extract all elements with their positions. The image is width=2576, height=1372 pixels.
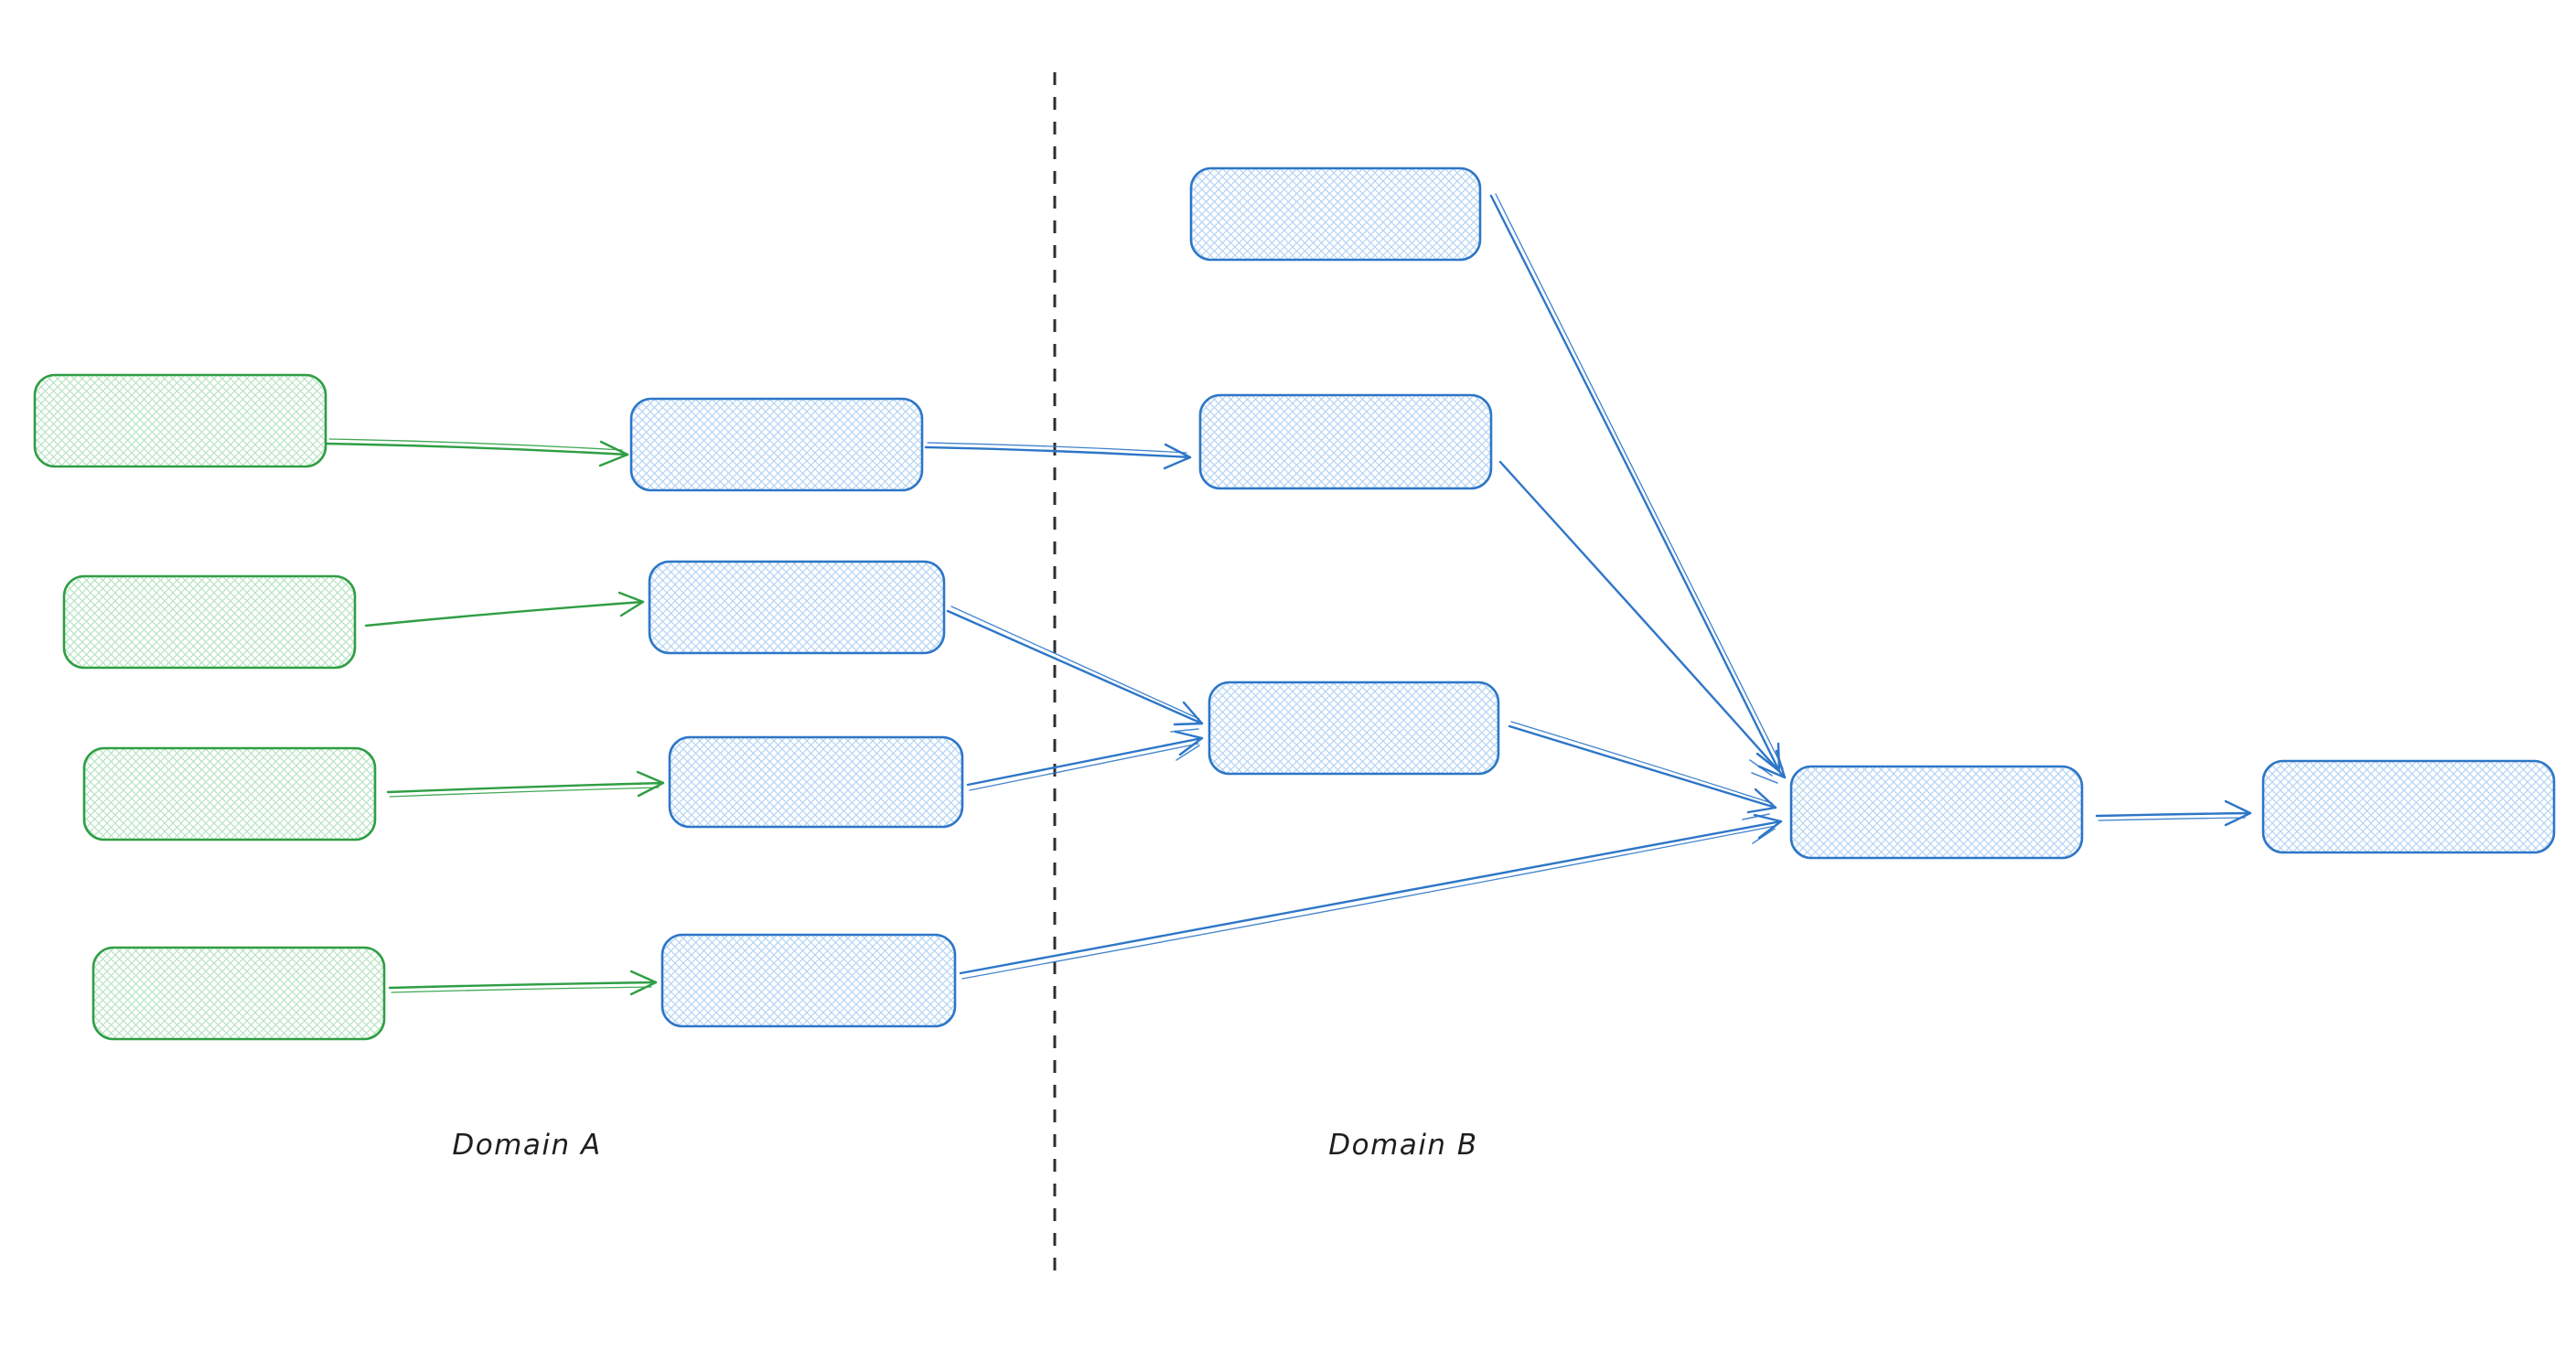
node-hub[interactable] [1789, 765, 2084, 860]
node-blue-a2[interactable] [648, 560, 946, 655]
node-green-1[interactable] [33, 373, 327, 468]
edge-bluea1-to-blueb2[interactable] [924, 442, 1192, 470]
edge-green3-to-bluea3[interactable] [386, 770, 665, 798]
edge-green4-to-bluea4[interactable] [388, 970, 658, 996]
edge-green2-to-bluea2[interactable] [364, 591, 645, 627]
node-green-2[interactable] [62, 574, 357, 670]
edge-blueb2-to-hub[interactable] [1498, 460, 1787, 784]
domain-b-label[interactable]: Domain B [1328, 1129, 1478, 1162]
node-blue-b3[interactable] [1208, 681, 1500, 776]
edge-bluea4-to-hub[interactable] [959, 813, 1783, 980]
node-green-3[interactable] [82, 746, 377, 841]
node-green-4[interactable] [91, 946, 386, 1041]
node-blue-b2[interactable] [1198, 393, 1493, 490]
node-output[interactable] [2261, 759, 2556, 854]
edge-bluea3-to-blueb3[interactable] [966, 730, 1204, 791]
node-blue-a3[interactable] [668, 735, 964, 829]
edge-hub-to-output[interactable] [2095, 799, 2252, 827]
node-blue-b1[interactable] [1189, 166, 1482, 262]
edge-green1-to-bluea1[interactable] [324, 438, 629, 467]
edge-blueb1-to-hub[interactable] [1489, 193, 1784, 777]
domain-a-label[interactable]: Domain A [452, 1129, 602, 1162]
node-blue-a1[interactable] [629, 397, 924, 492]
node-blue-a4[interactable] [660, 933, 957, 1028]
edge-blueb3-to-hub[interactable] [1508, 721, 1777, 820]
edge-bluea2-to-blueb3[interactable] [946, 606, 1204, 733]
